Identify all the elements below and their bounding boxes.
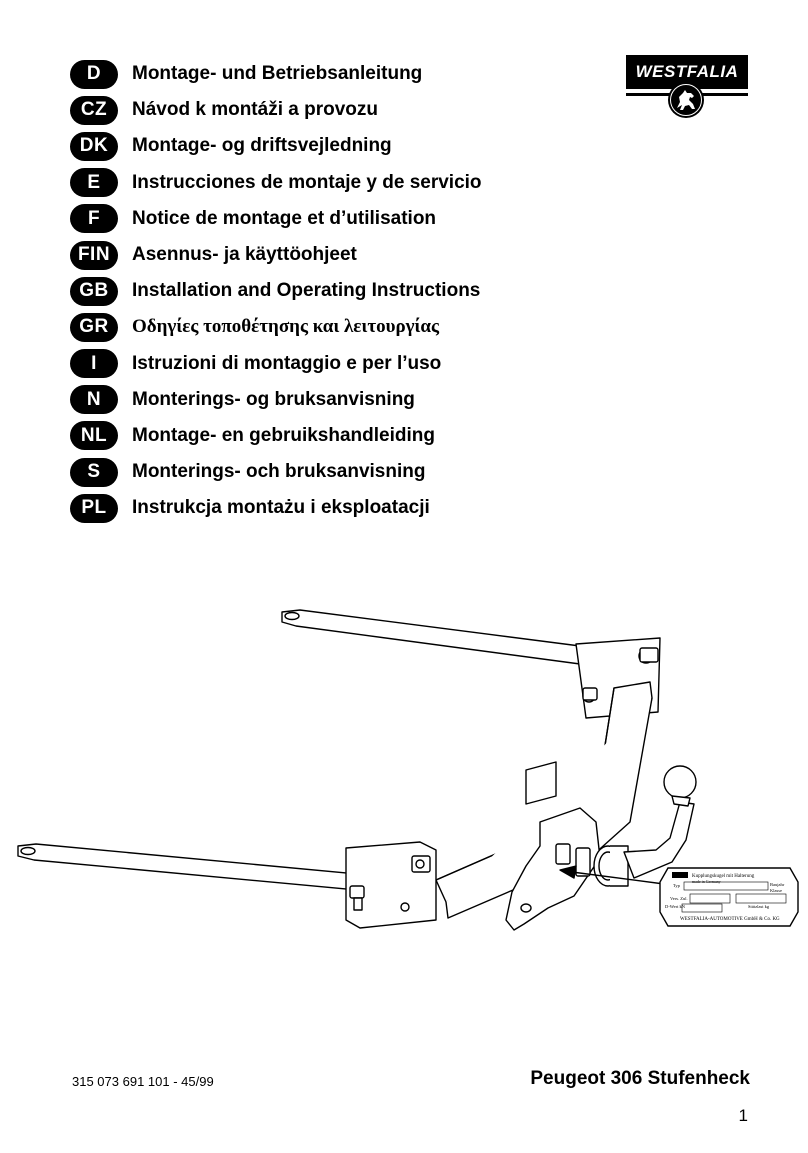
language-title: Instrucciones de montaje y de servicio	[132, 171, 482, 193]
language-code-badge: I	[70, 349, 118, 379]
type-plate: Kupplungskugel mit Halterung made in Ger…	[659, 867, 799, 927]
lower-mounting-arm	[17, 843, 401, 895]
coupling-holder	[505, 807, 601, 931]
pointer-arrow	[559, 865, 665, 885]
vehicle-model: Peugeot 306 Stufenheck	[530, 1068, 750, 1089]
plate-typ: Typ	[673, 883, 681, 888]
language-title: Notice de montage et d’utilisation	[132, 207, 437, 229]
ball-neck	[623, 765, 697, 879]
upper-mounting-arm	[281, 609, 581, 665]
language-title: Montage- und Betriebsanleitung	[132, 63, 423, 85]
language-title: Monterings- og bruksanvisning	[132, 388, 415, 410]
language-code-badge: FIN	[70, 240, 118, 270]
language-code-badge: D	[70, 59, 118, 89]
language-title: Instrukcja montażu i eksploatacji	[132, 497, 430, 519]
language-code-badge: GR	[70, 312, 118, 342]
language-row: DK Montage- og driftsvejledning	[70, 128, 530, 164]
language-code-badge: GB	[70, 276, 118, 306]
language-row: GR Οδηγίες τοποθέτησης και λειτουργίας	[70, 309, 530, 345]
language-title: Οδηγίες τοποθέτησης και λειτουργίας	[132, 316, 440, 338]
language-code-badge: DK	[70, 131, 118, 161]
language-title: Návod k montáži a provozu	[132, 99, 378, 121]
language-code-badge: F	[70, 204, 118, 234]
page-number: 1	[738, 1106, 748, 1125]
document-number: 315 073 691 101 - 45/99	[72, 1074, 214, 1089]
upper-bolts	[582, 647, 659, 703]
language-code-badge: S	[70, 457, 118, 487]
plate-vers: Vers. Zul.	[670, 896, 688, 901]
language-row: NL Montage- en gebruikshandleiding	[70, 418, 530, 454]
language-row: N Monterings- og bruksanvisning	[70, 382, 530, 418]
language-row: PL Instrukcja montażu i eksploatacji	[70, 490, 530, 526]
language-row: I Istruzioni di montaggio e per l’uso	[70, 346, 530, 382]
language-row: FIN Asennus- ja käyttöohjeet	[70, 237, 530, 273]
mounting-tab	[525, 761, 557, 805]
language-title: Installation and Operating Instructions	[132, 280, 481, 302]
language-row: E Instrucciones de montaje y de servicio	[70, 165, 530, 201]
language-title: Istruzioni di montaggio e per l’uso	[132, 352, 442, 374]
plate-d-wert: D-Wert kN	[665, 904, 686, 909]
language-title: Montage- og driftsvejledning	[132, 135, 392, 157]
plate-top-sublabel: made in Germany	[692, 879, 721, 884]
plate-top-label: Kupplungskugel mit Halterung	[692, 874, 755, 879]
tow-bar-drawing: Kupplungskugel mit Halterung made in Ger…	[17, 609, 799, 931]
language-row: CZ Návod k montáži a provozu	[70, 92, 530, 128]
lock-wheel	[593, 845, 629, 887]
language-code-badge: N	[70, 385, 118, 415]
plate-klasse: Klasse	[770, 888, 782, 893]
plate-stuetzlast: Stützlast kg	[748, 904, 770, 909]
language-row: S Monterings- och bruksanvisning	[70, 454, 530, 490]
horse-emblem-icon	[668, 82, 704, 118]
westfalia-logo: WESTFALIA	[626, 55, 748, 118]
language-row: D Montage- und Betriebsanleitung	[70, 56, 530, 92]
left-side-plate	[345, 841, 437, 929]
language-row: GB Installation and Operating Instruction…	[70, 273, 530, 309]
language-code-badge: NL	[70, 421, 118, 451]
language-title: Asennus- ja käyttöohjeet	[132, 244, 357, 266]
language-code-badge: PL	[70, 493, 118, 523]
plate-maker: WESTFALIA-AUTOMOTIVE GmbH & Co. KG	[680, 917, 780, 922]
language-code-badge: CZ	[70, 95, 118, 125]
language-code-badge: E	[70, 168, 118, 198]
language-title: Montage- en gebruikshandleiding	[132, 424, 435, 446]
language-row: F Notice de montage et d’utilisation	[70, 201, 530, 237]
language-title: Monterings- och bruksanvisning	[132, 461, 426, 483]
lower-bolts	[349, 855, 431, 911]
plate-baujahr: Baujahr	[770, 882, 785, 887]
